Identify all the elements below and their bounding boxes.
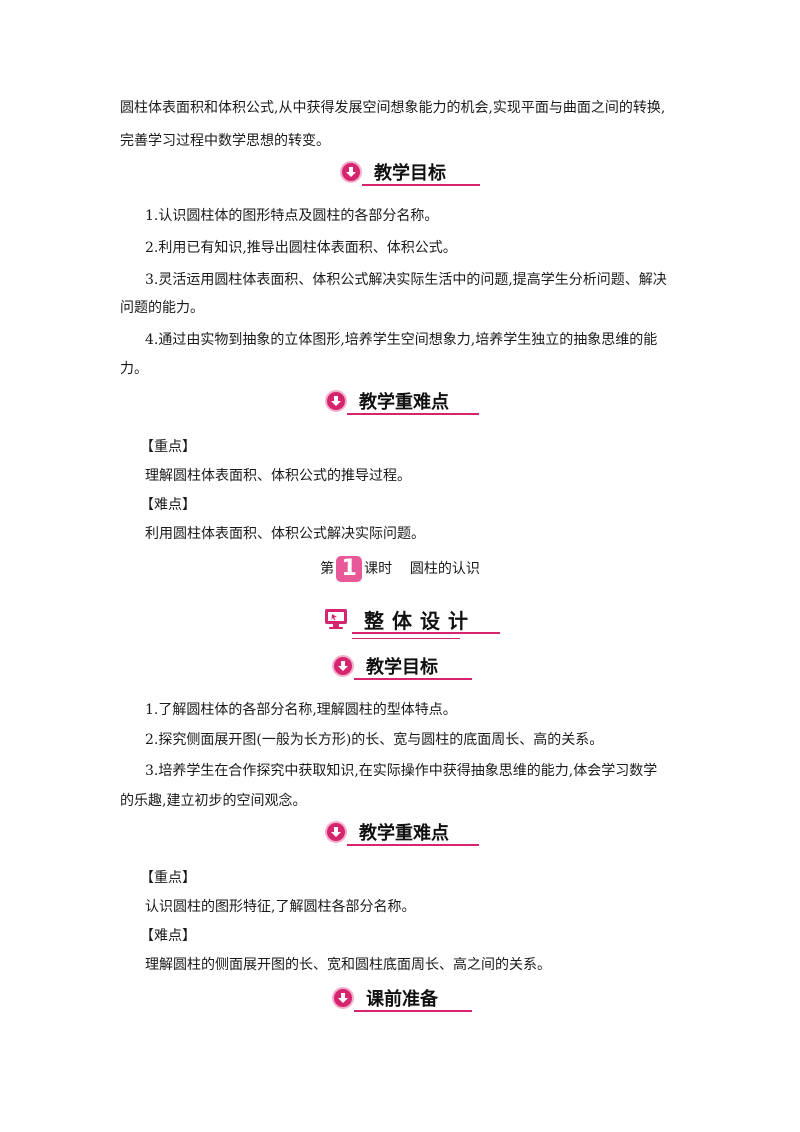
- lesson-prefix: 第: [320, 561, 335, 577]
- overall-design-title: 整体设计: [364, 608, 476, 633]
- lesson-suffix: 课时: [364, 561, 393, 577]
- objective-item: 4.通过由实物到抽象的立体图形,培养学生空间想象力,培养学生独立的抽象思维的能: [145, 332, 658, 348]
- heading-underline: [347, 844, 479, 846]
- objective-item: 1.了解圆柱体的各部分名称,理解圆柱的型体特点。: [145, 702, 457, 718]
- monitor-icon: [325, 609, 347, 629]
- heading-underline: [362, 184, 480, 186]
- objective-item: 2.利用已有知识,推导出圆柱体表面积、体积公式。: [145, 240, 457, 256]
- section-title: 教学重难点: [359, 823, 449, 844]
- heading-underline: [354, 678, 472, 680]
- objective-item-cont: 的乐趣,建立初步的空间观念。: [120, 793, 307, 809]
- key-label: 【重点】: [140, 439, 196, 455]
- lesson-number-badge: 1: [336, 556, 363, 582]
- difficulty-label: 【难点】: [140, 928, 196, 944]
- objective-item: 1.认识圆柱体的图形特点及圆柱的各部分名称。: [145, 208, 439, 224]
- heading-underline: [354, 1010, 472, 1012]
- section-heading-preparation: 课前准备: [332, 984, 472, 1012]
- objective-item: 2.探究侧面展开图(一般为长方形)的长、宽与圆柱的底面周长、高的关系。: [145, 732, 604, 748]
- down-arrow-icon: [332, 655, 354, 677]
- heading-underline-secondary: [352, 638, 460, 639]
- heading-underline: [352, 632, 500, 634]
- difficulty-text: 利用圆柱体表面积、体积公式解决实际问题。: [145, 526, 425, 542]
- intro-line-2: 完善学习过程中数学思想的转变。: [120, 133, 330, 149]
- objective-item: 3.培养学生在合作探究中获取知识,在实际操作中获得抽象思维的能力,体会学习数学: [145, 763, 658, 779]
- down-arrow-icon: [340, 161, 362, 183]
- section-heading-keypoints-1: 教学重难点: [325, 387, 485, 415]
- intro-line-1: 圆柱体表面积和体积公式,从中获得发展空间想象能力的机会,实现平面与曲面之间的转换…: [120, 100, 666, 116]
- down-arrow-icon: [332, 987, 354, 1009]
- difficulty-label: 【难点】: [140, 497, 196, 513]
- difficulty-text: 理解圆柱的侧面展开图的长、宽和圆柱底面周长、高之间的关系。: [145, 957, 551, 973]
- section-title: 教学目标: [374, 163, 446, 184]
- key-label: 【重点】: [140, 870, 196, 886]
- key-text: 认识圆柱的图形特征,了解圆柱各部分名称。: [145, 899, 416, 915]
- section-heading-objectives-1: 教学目标: [340, 158, 480, 186]
- down-arrow-icon: [325, 390, 347, 412]
- heading-underline: [347, 413, 479, 415]
- lesson-title: 圆柱的认识: [409, 561, 480, 577]
- down-arrow-icon: [325, 821, 347, 843]
- objective-item-cont: 问题的能力。: [120, 300, 204, 316]
- section-title: 教学目标: [366, 657, 438, 678]
- section-title: 教学重难点: [359, 392, 449, 413]
- key-text: 理解圆柱体表面积、体积公式的推导过程。: [145, 468, 411, 484]
- section-heading-keypoints-2: 教学重难点: [325, 818, 485, 846]
- section-heading-objectives-2: 教学目标: [332, 652, 472, 680]
- section-title: 课前准备: [366, 989, 438, 1010]
- objective-item-cont: 力。: [120, 361, 148, 377]
- objective-item: 3.灵活运用圆柱体表面积、体积公式解决实际生活中的问题,提高学生分析问题、解决: [145, 272, 667, 288]
- overall-design-heading: 整体设计: [324, 604, 500, 639]
